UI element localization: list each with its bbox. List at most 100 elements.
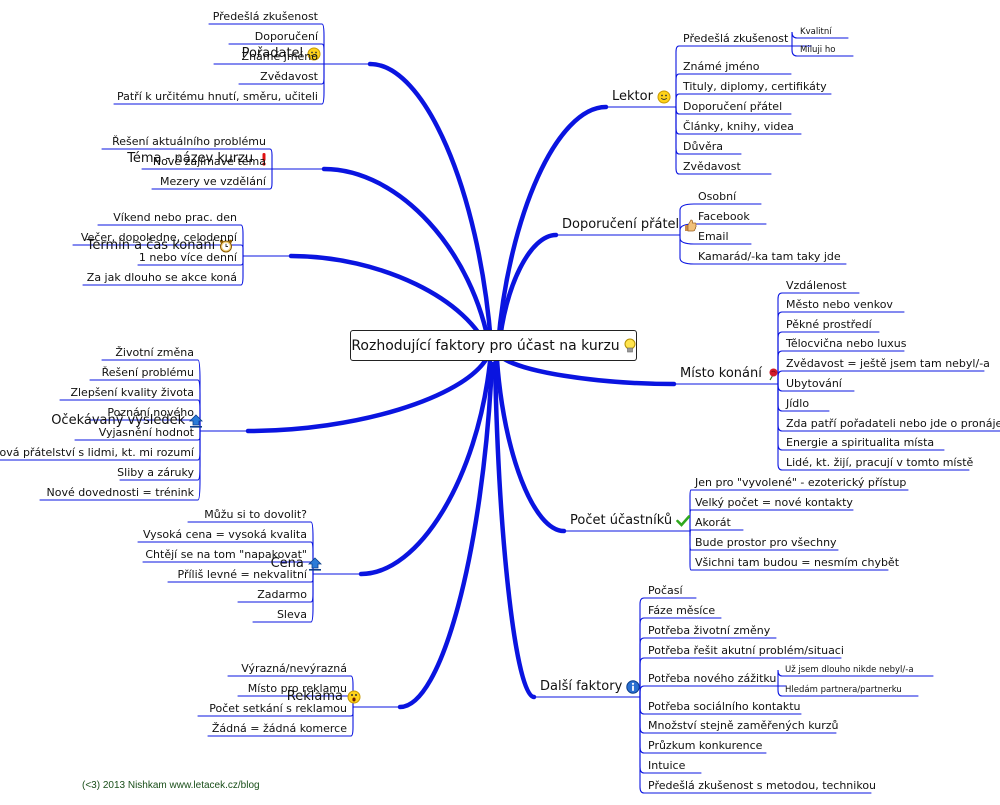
connector-line — [639, 696, 645, 774]
subitem-dalsi-1[interactable]: Hledám partnera/partnerku — [785, 683, 902, 697]
subitem-lektor-1[interactable]: Miluji ho — [800, 43, 835, 57]
item-termin-0[interactable]: Víkend nebo prac. den — [113, 211, 237, 225]
topic-poradatel[interactable]: Pořadatel — [242, 46, 322, 62]
item-dalsi-2[interactable]: Potřeba životní změny — [648, 624, 770, 638]
topic-vysledek[interactable]: Očekávaný výsledek — [51, 413, 204, 429]
item-reklama-2[interactable]: Počet setkání s reklamou — [209, 702, 347, 716]
connector-line — [151, 168, 273, 190]
item-reklama-0-label: Výrazná/nevýrazná — [241, 662, 347, 675]
item-reklama-0[interactable]: Výrazná/nevýrazná — [241, 662, 347, 676]
item-pocet-4[interactable]: Všichni tam budou = nesmím chybět — [695, 556, 899, 570]
item-termin-3[interactable]: Za jak dlouho se akce koná — [87, 271, 237, 285]
item-dalsi-9[interactable]: Předešlá zkušenost s metodou, technikou — [648, 779, 876, 793]
item-lektor-1[interactable]: Známé jméno — [683, 60, 759, 74]
topic-tema[interactable]: Téma - název kurzu — [127, 151, 271, 167]
item-vysledek-4[interactable]: Vyjasnění hodnot — [99, 426, 194, 440]
item-dalsi-3[interactable]: Potřeba řešit akutní problém/situaci — [648, 644, 844, 658]
item-reklama-3-label: Žádná = žádná komerce — [211, 722, 347, 735]
item-doporuceni-0[interactable]: Osobní — [698, 190, 736, 204]
item-misto-7[interactable]: Zda patří pořadateli nebo jde o pronájem — [786, 417, 1000, 431]
item-poradatel-3[interactable]: Zvědavost — [260, 70, 318, 84]
subitem-dalsi-0[interactable]: Už jsem dlouho nikde nebyl/-a — [785, 663, 914, 677]
item-vysledek-2[interactable]: Zlepšení kvality života — [70, 386, 194, 400]
item-misto-4[interactable]: Zvědavost = ještě jsem tam nebyl/-a — [786, 357, 990, 371]
item-pocet-0[interactable]: Jen pro "vyvolené" - ezoterický přístup — [695, 476, 906, 490]
item-lektor-3[interactable]: Doporučení přátel — [683, 100, 782, 114]
item-misto-2[interactable]: Pěkné prostředí — [786, 318, 872, 332]
connector-line — [777, 331, 783, 385]
topic-misto[interactable]: Místo konání — [680, 366, 780, 382]
topic-cena[interactable]: Cena — [271, 556, 322, 572]
item-dalsi-9-label: Předešlá zkušenost s metodou, technikou — [648, 779, 877, 792]
item-misto-1[interactable]: Město nebo venkov — [786, 298, 893, 312]
topic-doporuceni[interactable]: Doporučení přátel — [562, 217, 697, 233]
item-misto-5-label: Ubytování — [786, 377, 842, 390]
item-vysledek-6[interactable]: Sliby a záruky — [117, 466, 194, 480]
item-vysledek-5[interactable]: Nová přátelství s lidmi, kt. mi rozumí — [0, 446, 194, 460]
item-cena-4[interactable]: Zadarmo — [257, 588, 307, 602]
topic-reklama[interactable]: Reklama — [287, 689, 361, 705]
item-termin-2[interactable]: 1 nebo více denní — [139, 251, 237, 265]
item-misto-9[interactable]: Lidé, kt. žijí, pracují v tomto místě — [786, 456, 973, 470]
branch-line — [492, 360, 537, 700]
item-lektor-5[interactable]: Důvěra — [683, 140, 723, 154]
item-tema-0[interactable]: Řešení aktuálního problému — [112, 135, 266, 149]
item-termin-1[interactable]: Večer, dopoledne, celodenní — [81, 231, 237, 245]
topic-pocet[interactable]: Počet účastníků — [570, 513, 691, 529]
item-pocet-3[interactable]: Bude prostor pro všechny — [695, 536, 837, 550]
item-cena-2[interactable]: Chtějí se na tom "napakovat" — [145, 548, 307, 562]
item-poradatel-4[interactable]: Patří k určitému hnutí, směru, učiteli — [117, 90, 318, 104]
item-poradatel-1[interactable]: Doporučení — [255, 30, 318, 44]
item-reklama-1[interactable]: Místo pro reklamu — [248, 682, 347, 696]
item-misto-8[interactable]: Energie a spiritualita místa — [786, 436, 934, 450]
item-dalsi-2-label: Potřeba životní změny — [648, 624, 771, 637]
connector-line — [777, 350, 783, 385]
item-poradatel-2[interactable]: Známé jméno — [242, 50, 318, 64]
item-cena-3[interactable]: Příliš levné = nekvalitní — [178, 568, 307, 582]
item-pocet-2[interactable]: Akorát — [695, 516, 731, 530]
subitem-dalsi-0-label: Už jsem dlouho nikde nebyl/-a — [785, 665, 914, 675]
central-topic[interactable]: Rozhodující faktory pro účast na kurzu — [350, 330, 637, 361]
lightbulb-icon — [624, 338, 636, 352]
item-dalsi-8[interactable]: Intuice — [648, 759, 685, 773]
item-lektor-6-label: Zvědavost — [683, 160, 741, 173]
item-reklama-3[interactable]: Žádná = žádná komerce — [212, 722, 347, 736]
item-misto-0[interactable]: Vzdálenost — [786, 279, 847, 293]
item-vysledek-0[interactable]: Životní změna — [115, 346, 194, 360]
item-doporuceni-1[interactable]: Facebook — [698, 210, 750, 224]
topic-termin[interactable]: Termín a čas konání — [87, 238, 234, 254]
subitem-lektor-0[interactable]: Kvalitní — [800, 25, 832, 39]
item-vysledek-1[interactable]: Řešení problému — [102, 366, 194, 380]
item-misto-3-label: Tělocvična nebo luxus — [786, 337, 907, 350]
item-dalsi-4[interactable]: Potřeba nového zážitku — [648, 672, 776, 686]
item-misto-0-label: Vzdálenost — [786, 279, 847, 292]
connector-line — [777, 311, 783, 385]
item-cena-1[interactable]: Vysoká cena = vysoká kvalita — [143, 528, 307, 542]
item-lektor-0[interactable]: Předešlá zkušenost — [683, 32, 788, 46]
item-dalsi-1[interactable]: Fáze měsíce — [648, 604, 715, 618]
item-dalsi-5[interactable]: Potřeba sociálního kontaktu — [648, 700, 801, 714]
item-misto-3[interactable]: Tělocvična nebo luxus — [786, 337, 906, 351]
topic-dalsi[interactable]: Další faktory — [540, 679, 640, 695]
item-tema-2[interactable]: Mezery ve vzdělání — [160, 175, 266, 189]
item-lektor-4[interactable]: Články, knihy, videa — [683, 120, 794, 134]
item-misto-4-label: Zvědavost = ještě jsem tam nebyl/-a — [786, 357, 990, 370]
item-misto-5[interactable]: Ubytování — [786, 377, 842, 391]
item-doporuceni-2[interactable]: Email — [698, 230, 729, 244]
item-cena-5[interactable]: Sleva — [277, 608, 307, 622]
topic-lektor[interactable]: Lektor — [612, 89, 671, 105]
item-misto-6[interactable]: Jídlo — [786, 397, 809, 411]
item-doporuceni-3[interactable]: Kamarád/-ka tam taky jde — [698, 250, 841, 264]
item-dalsi-7[interactable]: Průzkum konkurence — [648, 739, 762, 753]
item-cena-0[interactable]: Můžu si to dovolit? — [204, 508, 307, 522]
item-vysledek-7[interactable]: Nové dovednosti = trénink — [47, 486, 194, 500]
item-tema-1[interactable]: Nové zajímavé téma — [153, 155, 266, 169]
item-vysledek-4-label: Vyjasnění hodnot — [98, 426, 194, 439]
item-pocet-1[interactable]: Velký počet = nové kontakty — [695, 496, 853, 510]
item-vysledek-3[interactable]: Poznání nového — [107, 406, 194, 420]
item-dalsi-0[interactable]: Počasí — [648, 584, 683, 598]
item-lektor-6[interactable]: Zvědavost — [683, 160, 741, 174]
item-poradatel-0[interactable]: Předešlá zkušenost — [213, 10, 318, 24]
item-lektor-2[interactable]: Tituly, diplomy, certifikáty — [683, 80, 827, 94]
item-dalsi-6[interactable]: Množství stejně zaměřených kurzů — [648, 719, 839, 733]
